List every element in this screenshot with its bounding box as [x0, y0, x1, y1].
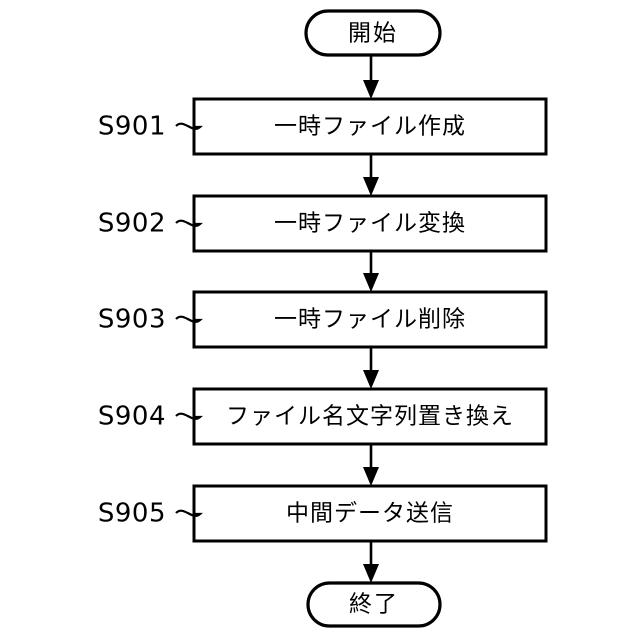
- end-terminator-label: 終了: [349, 592, 399, 618]
- step-label-s903-text: S903: [98, 305, 166, 335]
- process-box-s903-shape: [192, 290, 548, 349]
- process-box-s903-label: 一時ファイル削除: [274, 307, 466, 333]
- process-box-s901-shape: [192, 97, 548, 156]
- step-label-s903: S903: [98, 305, 203, 335]
- step-label-s902: S902: [98, 209, 203, 239]
- process-box-s905[interactable]: 中間データ送信: [192, 484, 548, 543]
- process-box-s904-label: ファイル名文字列置き換え: [226, 404, 514, 430]
- start-terminator-shape: [304, 9, 442, 57]
- step-label-s904: S904: [98, 402, 203, 432]
- connector-s902-to-s903: [363, 251, 379, 292]
- connector-s903-to-s904: [363, 347, 379, 389]
- process-box-s902[interactable]: 一時ファイル変換: [192, 194, 548, 253]
- start-terminator-label: 開始: [348, 21, 398, 47]
- step-leader-s905: [175, 509, 203, 517]
- process-box-s901[interactable]: 一時ファイル作成: [192, 97, 548, 156]
- step-leader-s904: [175, 412, 203, 420]
- end-terminator[interactable]: 終了: [306, 581, 442, 628]
- end-terminator-shape: [306, 581, 442, 628]
- step-label-s901: S901: [98, 112, 203, 142]
- connector-s901-to-s902: [363, 154, 379, 196]
- step-label-s905: S905: [98, 499, 203, 529]
- arrow-head-s903-s904: [363, 370, 379, 389]
- arrow-head-s905-end: [363, 564, 379, 583]
- step-label-s904-text: S904: [98, 402, 166, 432]
- step-leader-s902: [175, 219, 203, 227]
- process-box-s901-label: 一時ファイル作成: [274, 114, 466, 140]
- arrow-head-s904-s905: [363, 467, 379, 486]
- step-label-s905-text: S905: [98, 499, 166, 529]
- step-leader-s901: [175, 122, 203, 130]
- step-label-s902-text: S902: [98, 209, 166, 239]
- step-label-s901-text: S901: [98, 112, 166, 142]
- start-terminator[interactable]: 開始: [304, 9, 442, 57]
- process-box-s905-label: 中間データ送信: [286, 501, 454, 527]
- arrow-head-s901-s902: [363, 177, 379, 196]
- step-leader-s903: [175, 315, 203, 323]
- process-box-s904[interactable]: ファイル名文字列置き換え: [192, 387, 548, 446]
- process-box-s903[interactable]: 一時ファイル削除: [192, 290, 548, 349]
- connector-s905-to-end: [363, 541, 379, 583]
- process-box-s902-label: 一時ファイル変換: [274, 211, 466, 237]
- connector-start-to-s901: [363, 55, 379, 99]
- connector-s904-to-s905: [363, 444, 379, 486]
- arrow-head-start-s901: [363, 80, 379, 99]
- arrow-head-s902-s903: [363, 273, 379, 292]
